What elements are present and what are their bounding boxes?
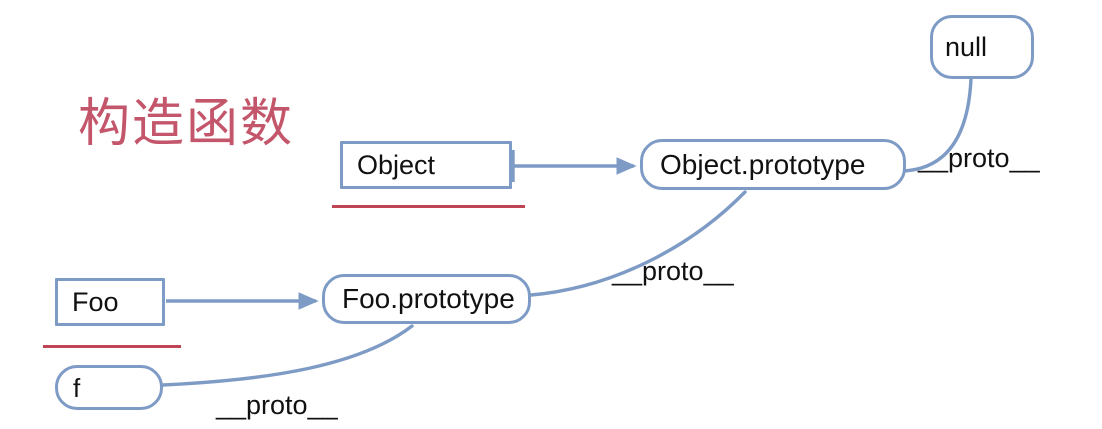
foo-constructor-underline (43, 345, 181, 348)
node-object[interactable]: Object (340, 141, 512, 189)
constructor-annotation-cn: 构造函数 (78, 95, 295, 153)
edge-foo-prototype-to-object-prototype (529, 190, 747, 297)
node-null[interactable]: null (930, 15, 1034, 79)
node-object-prototype-label: Object.prototype (660, 148, 866, 180)
edge-object-prototype-to-null (901, 77, 973, 173)
edge-f-to-foo-prototype (161, 324, 414, 387)
node-foo-prototype-label: Foo.prototype (342, 283, 515, 314)
node-f-instance[interactable]: f (55, 365, 163, 410)
edge-label-proto-f-to-foo-prototype: __proto__ (216, 390, 338, 420)
edge-object-to-object-prototype (511, 150, 637, 182)
node-object-prototype[interactable]: Object.prototype (640, 139, 906, 190)
node-foo[interactable]: Foo (55, 278, 165, 326)
edge-label-proto-foo-prototype-to-object-prototype: __proto__ (612, 256, 734, 286)
node-object-label: Object (357, 149, 436, 180)
node-f-instance-label: f (73, 372, 81, 403)
node-foo-label: Foo (72, 286, 119, 317)
node-foo-prototype[interactable]: Foo.prototype (322, 274, 531, 324)
node-null-label: null (945, 31, 988, 62)
object-constructor-underline (332, 205, 525, 208)
edge-label-proto-object-prototype-to-null: __proto__ (918, 143, 1040, 173)
